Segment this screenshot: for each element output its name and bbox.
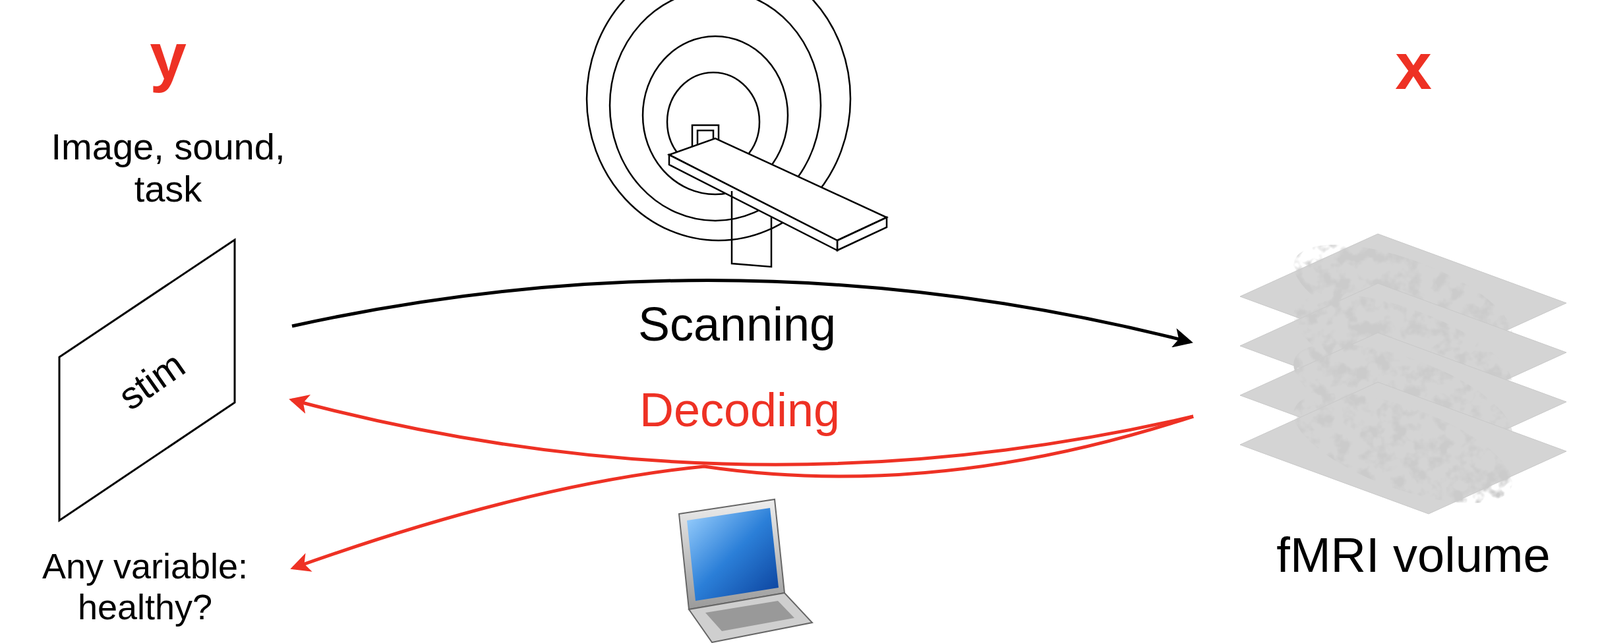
- mri-scanner: [586, 0, 887, 267]
- target-variable: Any variable: healthy?: [5, 545, 286, 635]
- variable-symbol: x: [1394, 28, 1432, 105]
- laptop-icon: [679, 499, 813, 643]
- node-text: fMRI volume: [1276, 527, 1550, 584]
- decoding-arrow: [293, 416, 1194, 569]
- fmri-volume: xfMRI volume: [1196, 230, 1576, 459]
- edge-label: Decoding: [635, 383, 844, 438]
- node-text: Image, sound, task: [42, 125, 294, 211]
- fmri-stack: [1240, 234, 1567, 515]
- stimulus-card: yImage, sound, taskstim: [56, 237, 284, 528]
- variable-symbol: y: [149, 18, 187, 95]
- node-text: Any variable: healthy?: [13, 545, 277, 628]
- edge-label: Scanning: [634, 297, 840, 353]
